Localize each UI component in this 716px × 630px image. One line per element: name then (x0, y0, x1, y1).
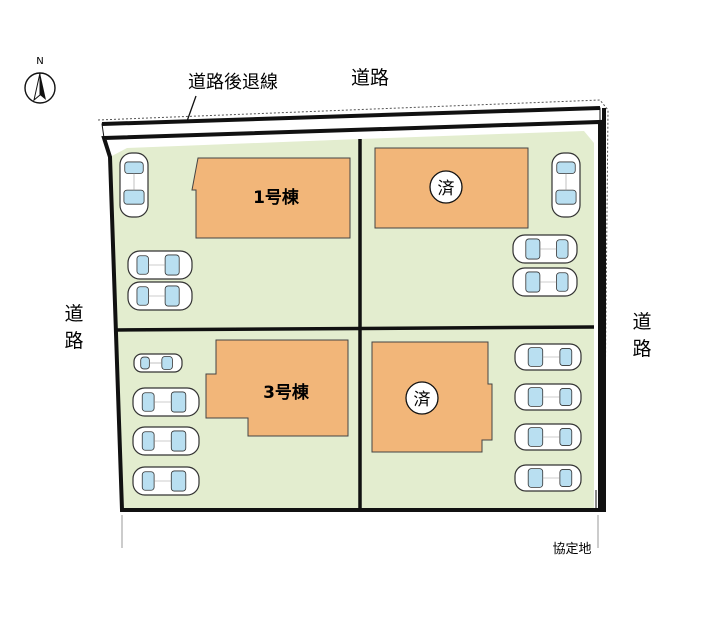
car-icon (132, 387, 200, 417)
lot-3-label: 3号棟 (263, 382, 310, 403)
car-icon (514, 423, 582, 451)
car-icon (514, 343, 582, 371)
sold-badge-text: 済 (438, 179, 455, 199)
car-icon (514, 464, 582, 492)
road-label-right-char2: 路 (632, 338, 651, 360)
agreement-land-marker: 協定地 (121, 490, 599, 557)
road-label-left: 道 路 (64, 303, 83, 352)
lot-dividers (115, 139, 595, 510)
north-arrow-outline (33, 72, 41, 102)
car-icon (551, 152, 581, 218)
sold-badge-ring (405, 381, 439, 415)
agreement-land-label: 協定地 (552, 542, 591, 557)
divider-horizontal (115, 325, 595, 332)
building-3 (205, 339, 349, 437)
setback-outer-line (101, 106, 601, 126)
car-icon (132, 466, 200, 496)
sold-badge-ne: 済 (429, 170, 463, 204)
north-label: N (36, 56, 43, 67)
car-icon (127, 281, 193, 311)
car-icon (512, 234, 578, 264)
car-icon (127, 250, 193, 280)
sold-badge-text: 済 (414, 390, 431, 410)
setback-line-label: 道路後退線 (188, 72, 278, 93)
car-icon (514, 383, 582, 411)
car-icon (132, 426, 200, 456)
road-label-right: 道 路 (632, 311, 651, 360)
road-label-left-char1: 道 (64, 303, 83, 325)
road-label-left-char2: 路 (64, 330, 83, 352)
road-label-top: 道路 (351, 67, 389, 89)
north-compass: N (24, 56, 56, 104)
sold-badge-ring (429, 170, 463, 204)
sold-badge-se: 済 (405, 381, 439, 415)
car-icon (512, 267, 578, 297)
parking-cars (119, 152, 582, 496)
car-icon (119, 152, 149, 218)
north-arrow-icon (40, 73, 46, 100)
lot-1-label: 1号棟 (253, 187, 300, 208)
car-icon (133, 353, 183, 373)
road-label-right-char1: 道 (632, 311, 651, 333)
building-1 (191, 157, 351, 239)
site-outer-boundary (101, 119, 602, 512)
